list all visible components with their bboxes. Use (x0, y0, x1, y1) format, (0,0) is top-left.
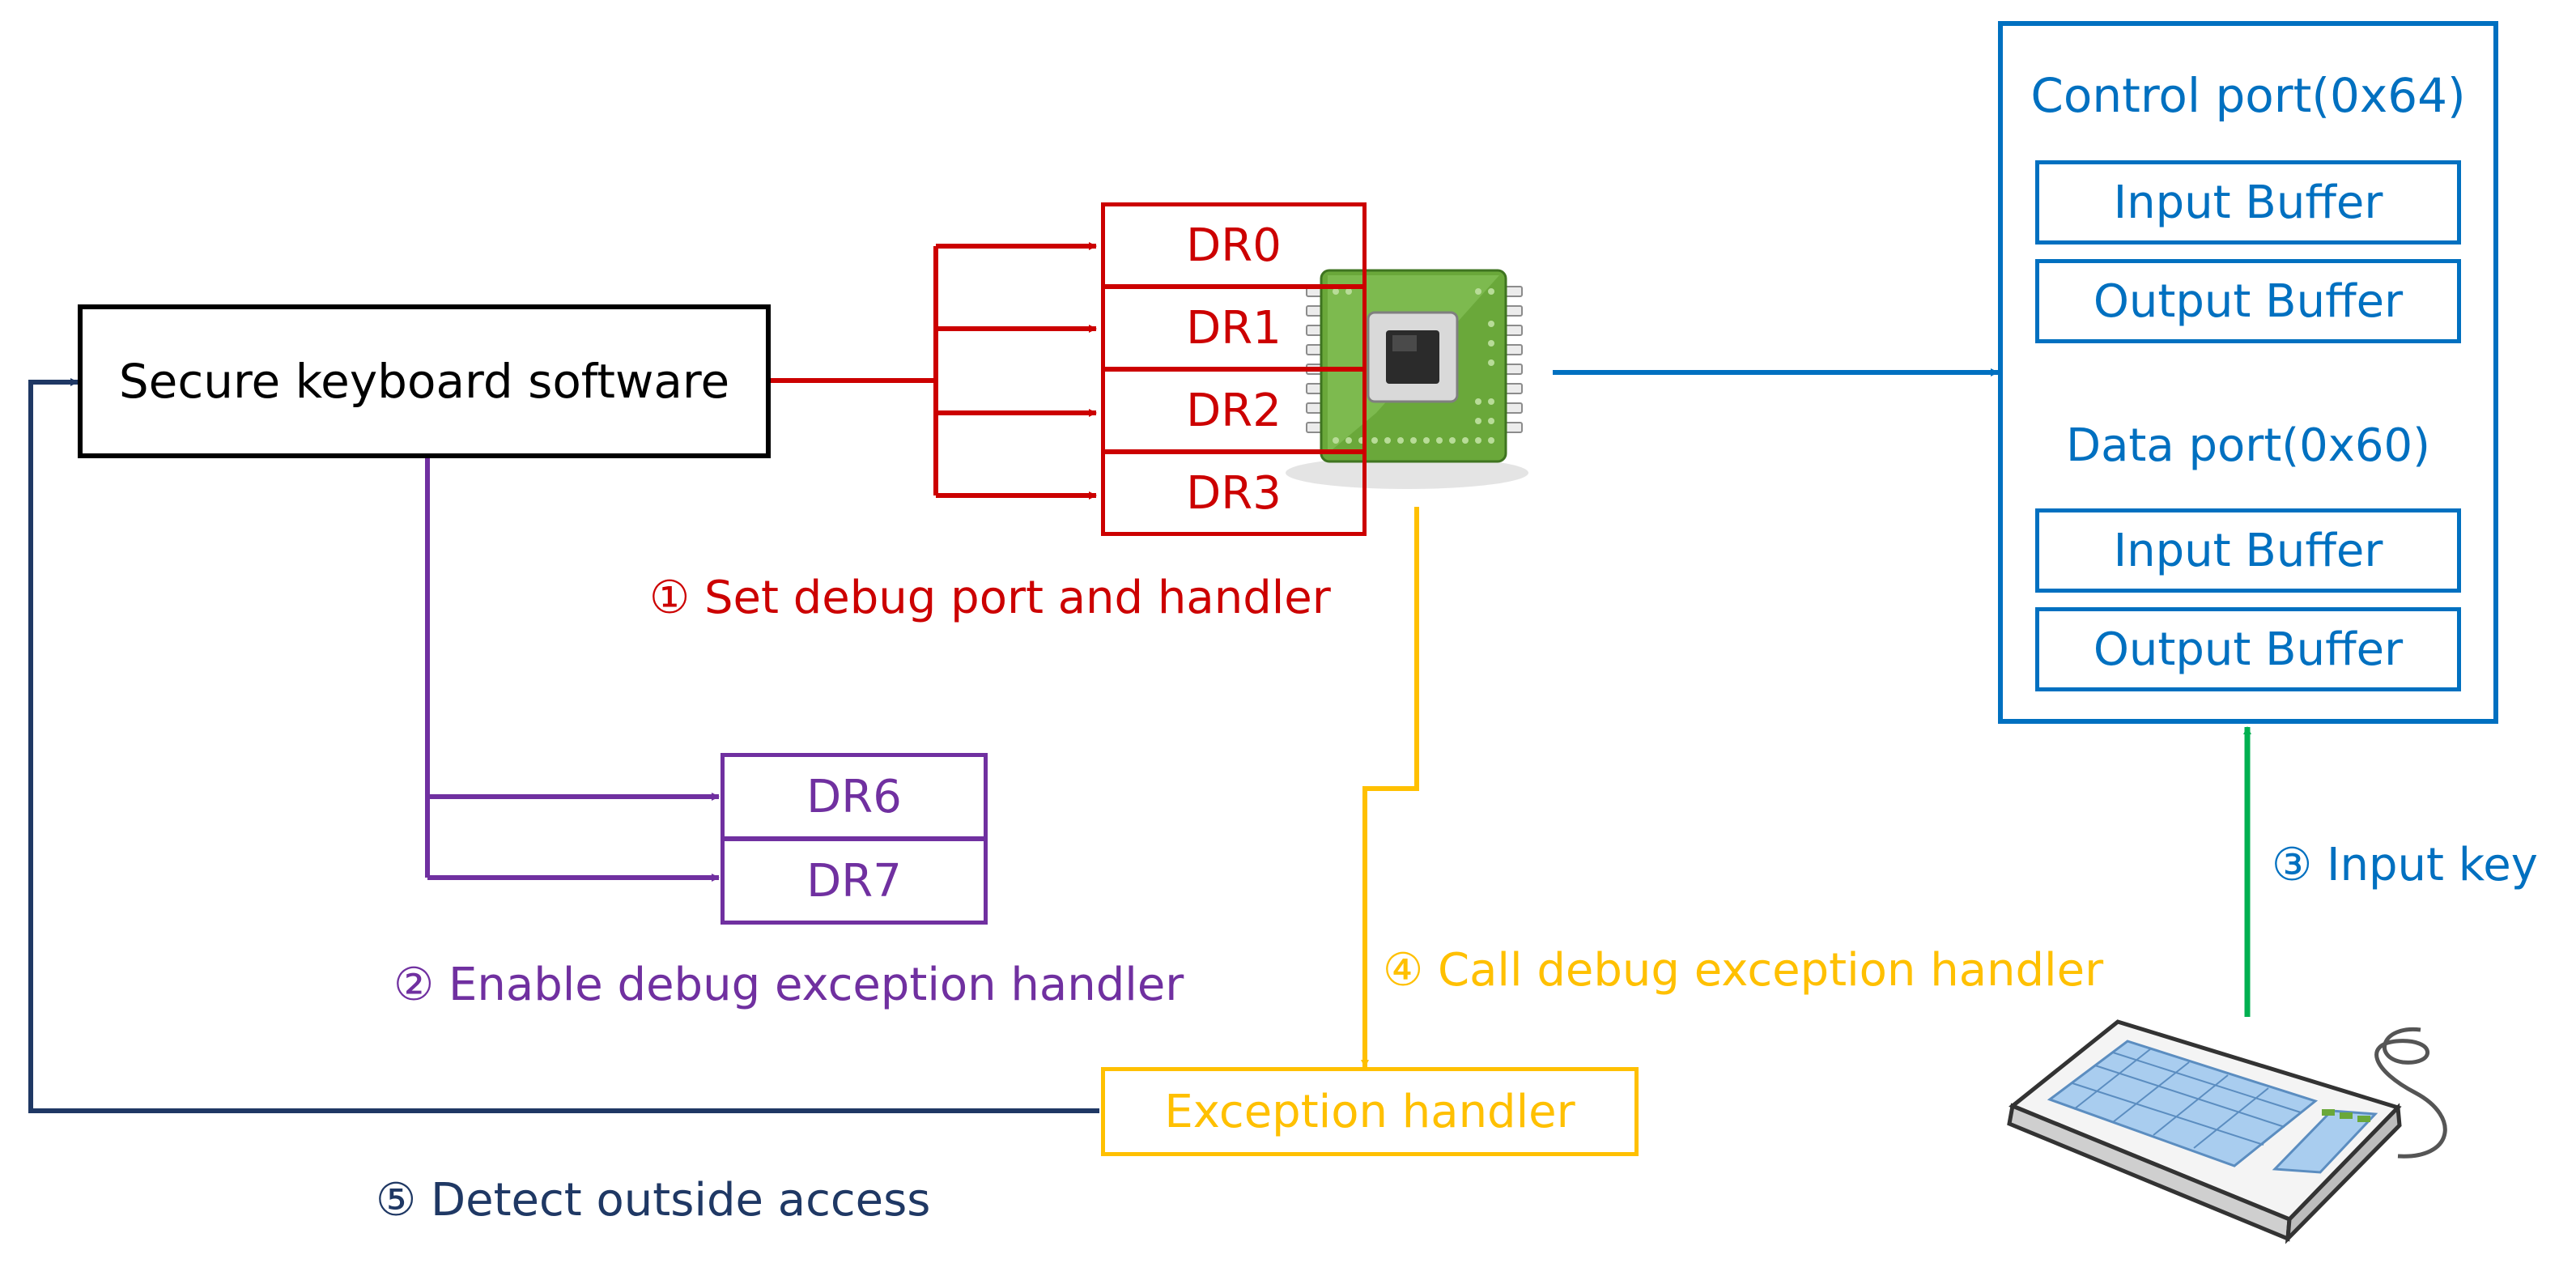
register-dr1: DR1 (1101, 285, 1367, 371)
red-connector-group (771, 242, 1097, 500)
keyboard-controller-box: Control port(0x64) Input Buffer Output B… (1998, 21, 2498, 724)
data-port-label: Data port(0x60) (2065, 419, 2431, 472)
register-dr1-label: DR1 (1186, 301, 1282, 355)
exception-handler-label: Exception handler (1164, 1085, 1575, 1138)
control-input-buffer: Input Buffer (2035, 160, 2461, 245)
register-dr0: DR0 (1101, 202, 1367, 288)
data-input-buffer: Input Buffer (2035, 508, 2461, 593)
step4-label: ④ Call debug exception handler (1383, 944, 2104, 997)
control-output-buffer-label: Output Buffer (2093, 274, 2404, 328)
data-output-buffer: Output Buffer (2035, 607, 2461, 691)
cpu-chip-icon (1286, 269, 1528, 489)
control-port-label: Control port(0x64) (2030, 68, 2466, 123)
purple-connector-group (425, 458, 720, 882)
step5-label: ⑤ Detect outside access (376, 1174, 931, 1227)
register-dr7: DR7 (721, 837, 988, 925)
debug-register-stack: DR0 DR1 DR2 DR3 (1101, 202, 1367, 541)
register-dr6: DR6 (721, 753, 988, 840)
step3-label: ③ Input key (2272, 839, 2538, 891)
register-dr3-label: DR3 (1186, 466, 1282, 520)
register-dr2-label: DR2 (1186, 384, 1282, 437)
step2-label: ② Enable debug exception handler (393, 959, 1184, 1011)
register-dr7-label: DR7 (806, 854, 902, 908)
exception-handler-box: Exception handler (1101, 1067, 1639, 1156)
software-box-label: Secure keyboard software (118, 354, 730, 409)
data-output-buffer-label: Output Buffer (2093, 623, 2404, 676)
step1-label: ① Set debug port and handler (649, 572, 1331, 624)
register-dr6-label: DR6 (806, 770, 902, 823)
register-dr3: DR3 (1101, 450, 1367, 536)
call-handler-arrow (1361, 507, 1419, 1068)
register-dr0-label: DR0 (1186, 219, 1282, 272)
register-dr2: DR2 (1101, 368, 1367, 453)
keyboard-icon (2007, 1019, 2447, 1244)
detect-access-arrow (28, 378, 1099, 1113)
data-input-buffer-label: Input Buffer (2113, 524, 2383, 577)
control-input-buffer-label: Input Buffer (2113, 176, 2383, 229)
control-output-buffer: Output Buffer (2035, 259, 2461, 343)
software-box: Secure keyboard software (78, 304, 771, 458)
